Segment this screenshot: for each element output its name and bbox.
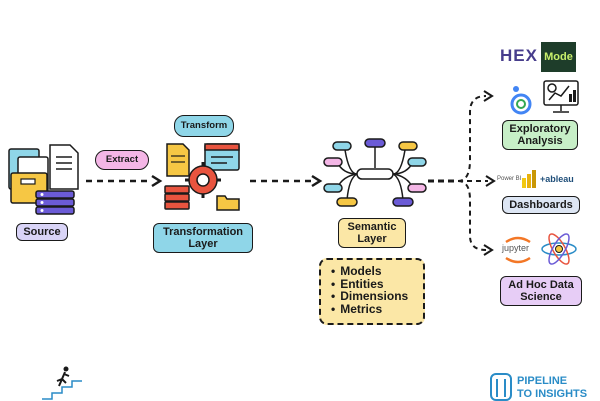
adhoc-line2: Science	[520, 291, 562, 303]
atom-icon	[541, 233, 577, 265]
jupyter-logo: jupyter	[500, 234, 536, 264]
transformation-layer-line1: Transformation	[162, 226, 244, 238]
powerbi-icon	[522, 170, 536, 188]
hex-logo: HEX	[500, 46, 538, 65]
semantic-layer-label: Semantic Layer	[338, 218, 406, 248]
jupyter-arcs-icon	[505, 236, 531, 264]
analytics-monitor-icon	[543, 80, 579, 113]
mode-logo: Mode	[541, 42, 576, 72]
tableau-logo: +ableau	[540, 174, 574, 184]
transform-bubble: Transform	[174, 115, 234, 137]
transformation-layer-label: Transformation Layer	[153, 223, 253, 253]
brand-line2: TO INSIGHTS	[517, 388, 588, 400]
powerbi-logo-text: Power BI	[497, 176, 522, 182]
extract-bubble: Extract	[95, 150, 149, 170]
dashboards-label: Dashboards	[502, 196, 580, 214]
semantic-item-entities: Entities	[331, 277, 423, 291]
jupyter-logo-text: jupyter	[502, 243, 530, 253]
looker-icon	[510, 86, 532, 115]
semantic-layer-line1: Semantic	[347, 221, 397, 233]
semantic-items-box: Models Entities Dimensions Metrics	[319, 258, 425, 325]
transformation-layer-line2: Layer	[188, 238, 218, 250]
adhoc-data-science-label: Ad Hoc Data Science	[500, 276, 582, 306]
semantic-item-metrics: Metrics	[331, 302, 423, 316]
semantic-layer-line2: Layer	[357, 233, 387, 245]
runner-stairs-icon	[42, 366, 82, 400]
semantic-item-dimensions: Dimensions	[331, 290, 423, 303]
semantic-network-icon	[323, 138, 427, 207]
source-icon	[8, 144, 79, 215]
exploratory-line1: Exploratory	[509, 123, 571, 135]
pipeline-brand-icon	[490, 373, 512, 401]
brand-name: PIPELINE TO INSIGHTS	[517, 375, 587, 401]
adhoc-line1: Ad Hoc Data	[508, 279, 574, 291]
exploratory-analysis-label: Exploratory Analysis	[502, 120, 578, 150]
semantic-item-models: Models	[331, 265, 423, 278]
exploratory-line2: Analysis	[517, 135, 563, 147]
brand-line1: PIPELINE	[517, 375, 568, 387]
source-label: Source	[16, 223, 68, 241]
transformation-icon	[164, 143, 240, 211]
